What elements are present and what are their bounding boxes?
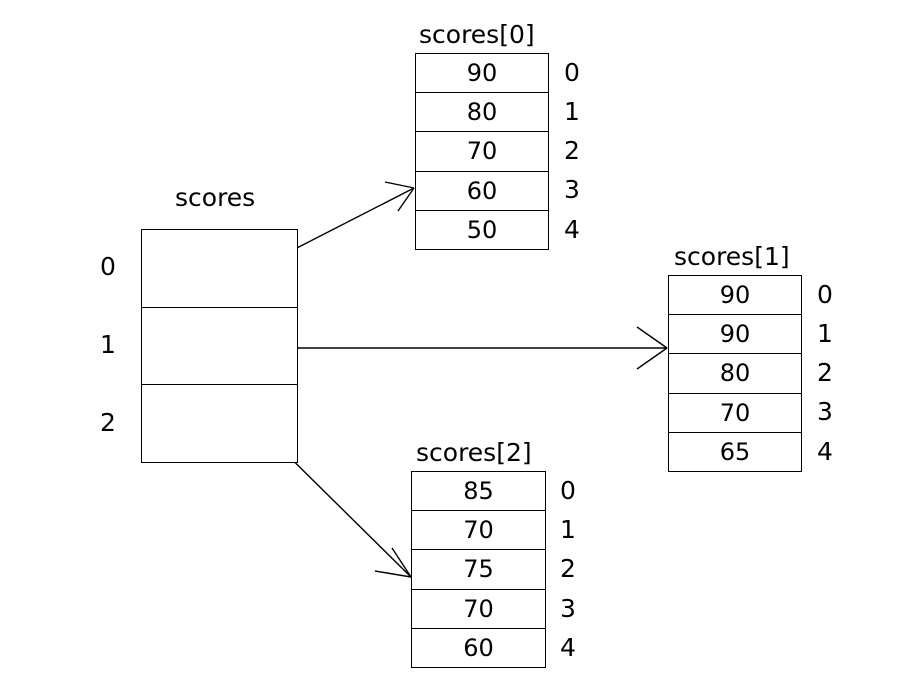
outer-array-cell-2[interactable] [142, 385, 297, 463]
inner-array-2-index-2: 2 [560, 554, 576, 583]
inner-array-1-index-1: 1 [817, 319, 833, 348]
inner-array-1-index-2: 2 [817, 358, 833, 387]
inner-array-2-box: 85 70 75 70 60 [411, 471, 546, 668]
inner-array-0-index-0: 0 [564, 58, 580, 87]
inner-array-0-cell-2[interactable]: 70 [416, 132, 548, 172]
outer-array-box [141, 229, 298, 463]
inner-array-1-index-3: 3 [817, 397, 833, 426]
inner-array-0-cell-3[interactable]: 60 [416, 172, 548, 211]
inner-array-2-cell-1[interactable]: 70 [412, 511, 545, 551]
inner-array-0-index-1: 1 [564, 97, 580, 126]
outer-array-index-0: 0 [100, 252, 116, 281]
inner-array-2-index-3: 3 [560, 594, 576, 623]
inner-array-1-index-4: 4 [817, 437, 833, 466]
inner-array-2-index-4: 4 [560, 633, 576, 662]
outer-array-index-1: 1 [100, 330, 116, 359]
inner-array-0-cell-4[interactable]: 50 [466, 216, 498, 245]
inner-array-0-index-3: 3 [564, 175, 580, 204]
inner-array-0-index-4: 4 [564, 215, 580, 244]
inner-array-0-box: 90 80 70 60 50 [415, 53, 549, 250]
inner-array-0-cell-1[interactable]: 80 [416, 93, 548, 133]
inner-array-2-title: scores[2] [416, 438, 532, 467]
inner-array-1-cell-0[interactable]: 90 [669, 276, 801, 316]
inner-array-1-cell-4[interactable]: 65 [719, 438, 751, 467]
inner-array-1-box: 90 90 80 70 65 [668, 275, 802, 472]
outer-array-cell-1[interactable] [142, 308, 297, 386]
inner-array-2-cell-0[interactable]: 85 [412, 472, 545, 512]
inner-array-0-cell-0[interactable]: 90 [416, 54, 548, 94]
inner-array-0-title: scores[0] [419, 20, 535, 49]
inner-array-2-cell-3[interactable]: 70 [412, 590, 545, 629]
inner-array-1-title: scores[1] [674, 242, 790, 271]
inner-array-2-cell-4[interactable]: 60 [463, 634, 494, 663]
inner-array-2-index-0: 0 [560, 476, 576, 505]
inner-array-1-cell-3[interactable]: 70 [669, 394, 801, 433]
inner-array-1-cell-2[interactable]: 80 [669, 354, 801, 394]
outer-array-title: scores [175, 183, 256, 212]
outer-array-index-2: 2 [100, 408, 116, 437]
outer-array-cell-0[interactable] [142, 230, 297, 308]
pointer-arrow-row-1 [251, 326, 668, 370]
inner-array-1-cell-1[interactable]: 90 [669, 315, 801, 355]
inner-array-1-index-0: 0 [817, 280, 833, 309]
inner-array-0-index-2: 2 [564, 136, 580, 165]
inner-array-2-cell-2[interactable]: 75 [412, 550, 545, 590]
inner-array-2-index-1: 1 [560, 515, 576, 544]
